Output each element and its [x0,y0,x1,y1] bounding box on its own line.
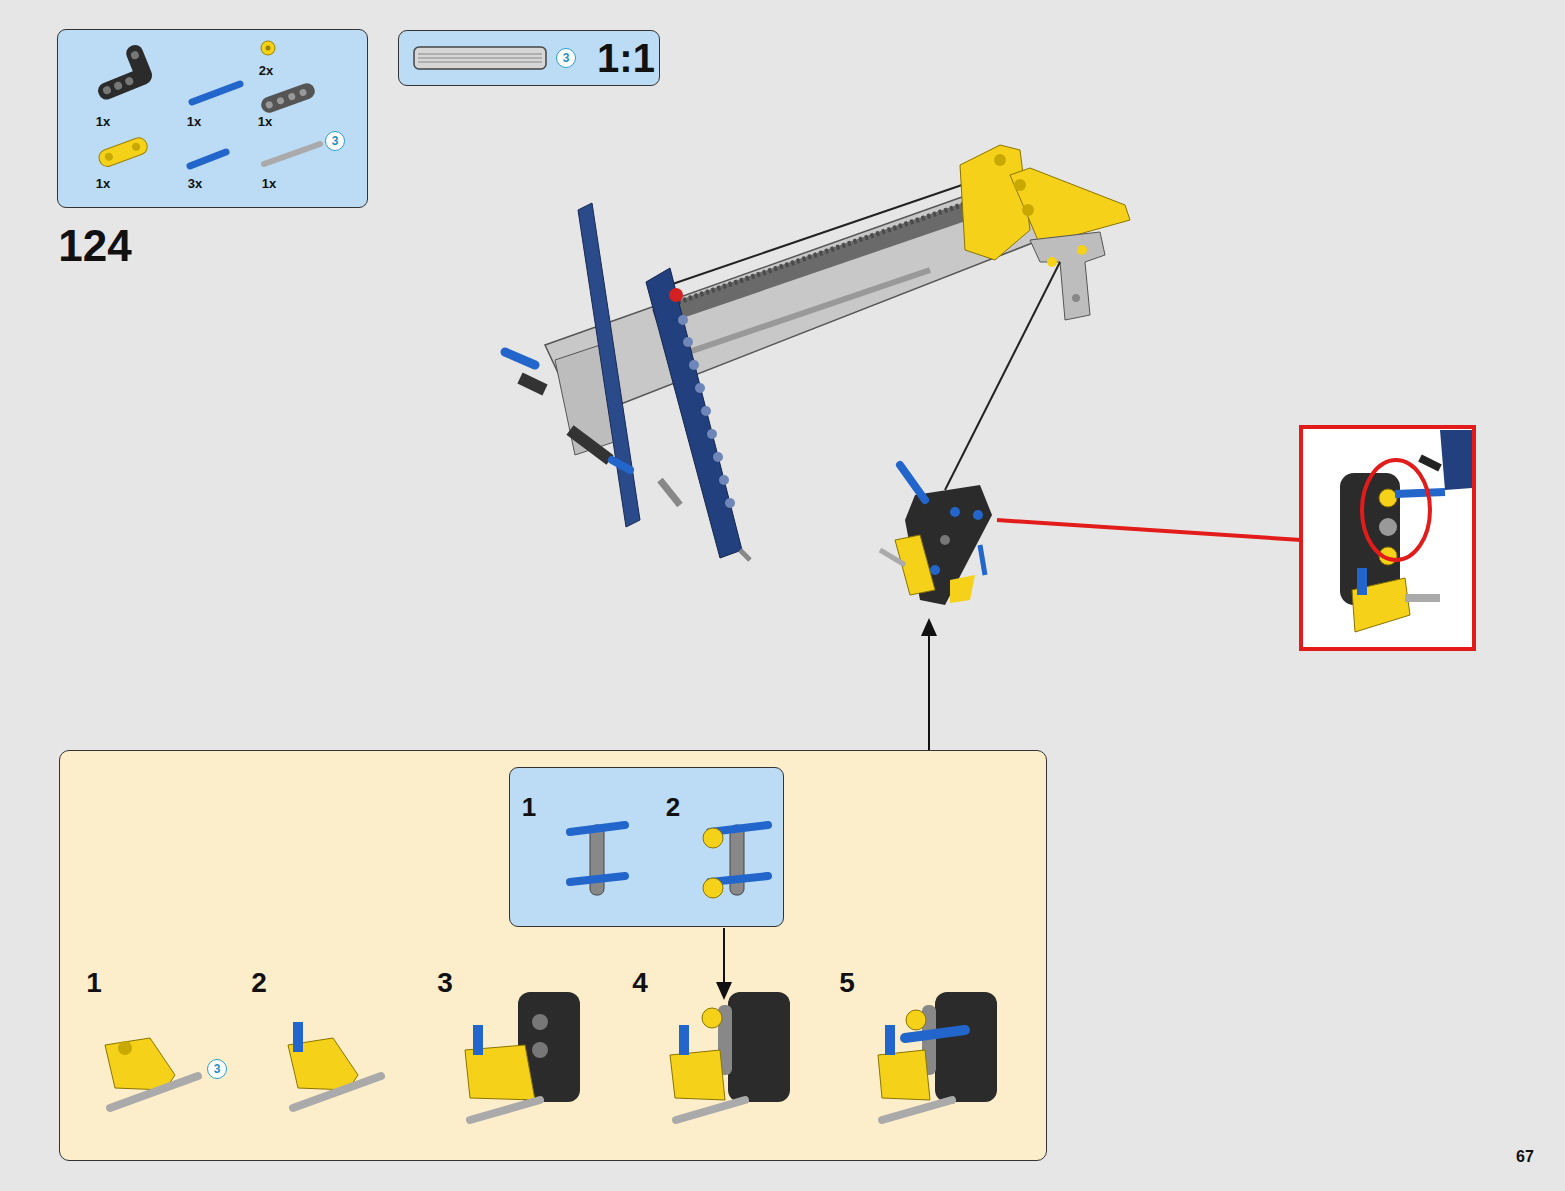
sub-step-number: 3 [437,969,453,997]
text-anchor: 1:1 [597,38,655,78]
text-anchor: 1 [86,969,102,997]
length-circle: 3 [207,1059,227,1079]
text-anchor: 1x [96,115,110,128]
text-anchor: 4 [632,969,648,997]
text-anchor: 5 [839,969,855,997]
text-anchor: 1x [187,115,201,128]
scale-box: 1:1 3 [398,30,660,86]
text-anchor: 2 [666,794,680,820]
page-number: 67 [1516,1149,1534,1165]
part-quantity: 1x [96,115,110,128]
part-quantity: 1x [262,177,276,190]
sub-step-number: 4 [632,969,648,997]
sub-step-number: 1 [522,794,536,820]
text-anchor: 3 [332,135,339,147]
text-anchor: 67 [1516,1149,1534,1165]
axle-length: 3 [332,135,339,147]
text-anchor: 3 [214,1063,221,1075]
axle-length: 3 [214,1063,221,1075]
text-anchor: 1 [522,794,536,820]
text-anchor: 3 [563,52,570,64]
text-anchor: 3x [188,177,202,190]
part-quantity: 1x [96,177,110,190]
text-anchor: 2 [251,969,267,997]
part-quantity: 1x [258,115,272,128]
text-anchor: 124 [58,224,131,268]
text-anchor: 1x [258,115,272,128]
text-anchor: 1x [262,177,276,190]
sub-step-number: 5 [839,969,855,997]
text-anchor: 1x [96,177,110,190]
sub-assembly-box: 12345123 [59,750,1047,1161]
sub-step-number: 1 [86,969,102,997]
text-anchor: 2x [259,64,273,77]
length-circle: 3 [556,48,576,68]
step-number: 124 [58,224,131,268]
part-quantity: 3x [188,177,202,190]
length-circle: 3 [325,131,345,151]
parts-list-box: 2x 1x 1x 1x 1x 3x 1x 3 [57,29,368,208]
scale-label: 1:1 [597,38,655,78]
text-anchor: 3 [437,969,453,997]
sub-step-number: 2 [666,794,680,820]
axle-length: 3 [563,52,570,64]
sub-sub-assembly-box: 12 [509,767,784,927]
part-quantity: 1x [187,115,201,128]
part-quantity: 2x [259,64,273,77]
sub-step-number: 2 [251,969,267,997]
